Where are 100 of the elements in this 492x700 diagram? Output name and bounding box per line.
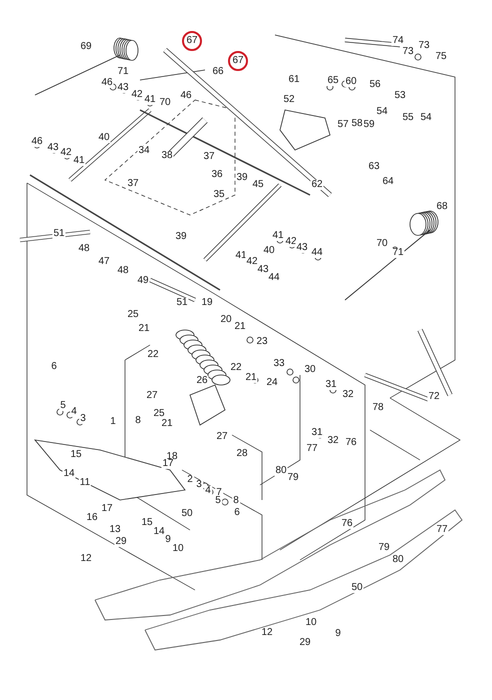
- callout-number: 29: [298, 638, 312, 648]
- callout-number: 42: [130, 90, 144, 100]
- callout-number: 27: [145, 391, 159, 401]
- callout-number: 73: [417, 41, 431, 51]
- callout-number: 24: [265, 378, 279, 388]
- callout-number: 53: [393, 91, 407, 101]
- callout-number: 51: [52, 229, 66, 239]
- callout-number: 20: [219, 315, 233, 325]
- callout-number: 19: [200, 298, 214, 308]
- callout-number: 51: [175, 298, 189, 308]
- callout-number: 40: [262, 246, 276, 256]
- callout-number: 79: [286, 473, 300, 483]
- callout-number: 73: [401, 47, 415, 57]
- callout-number: 25: [152, 409, 166, 419]
- callout-number: 79: [377, 543, 391, 553]
- callout-number: 6: [233, 508, 241, 518]
- callout-number: 64: [381, 177, 395, 187]
- callout-number: 76: [340, 519, 354, 529]
- callout-number: 77: [435, 525, 449, 535]
- callout-number: 44: [267, 273, 281, 283]
- callout-number: 34: [137, 146, 151, 156]
- callout-number: 10: [304, 618, 318, 628]
- callout-number: 32: [341, 390, 355, 400]
- callout-number: 21: [137, 324, 151, 334]
- callout-number: 10: [171, 544, 185, 554]
- callout-number: 72: [427, 392, 441, 402]
- callout-number: 1: [109, 417, 117, 427]
- callout-number: 11: [78, 478, 92, 488]
- callout-number: 42: [284, 237, 298, 247]
- callout-number: 15: [140, 518, 154, 528]
- callout-number: 65: [326, 76, 340, 86]
- callout-number: 3: [79, 414, 87, 424]
- callout-number: 38: [160, 151, 174, 161]
- callout-number: 42: [245, 257, 259, 267]
- callout-number: 58: [350, 119, 364, 129]
- callout-number: 46: [30, 137, 44, 147]
- callout-number: 46: [100, 78, 114, 88]
- callout-number: 13: [108, 525, 122, 535]
- callout-number: 43: [295, 243, 309, 253]
- callout-number: 32: [326, 436, 340, 446]
- callout-number: 39: [174, 232, 188, 242]
- callout-number: 67: [232, 56, 244, 66]
- callout-number: 47: [97, 257, 111, 267]
- callout-number: 25: [126, 310, 140, 320]
- callout-number: 12: [260, 628, 274, 638]
- callout-number: 50: [180, 509, 194, 519]
- callout-number: 21: [244, 373, 258, 383]
- callout-number: 23: [255, 337, 269, 347]
- callout-number: 21: [160, 419, 174, 429]
- callout-number: 37: [202, 152, 216, 162]
- callout-number: 31: [310, 428, 324, 438]
- callout-number: 48: [77, 244, 91, 254]
- callout-number: 52: [282, 95, 296, 105]
- callout-number: 29: [114, 537, 128, 547]
- callout-number: 28: [235, 449, 249, 459]
- callout-number: 42: [59, 148, 73, 158]
- callout-number: 9: [164, 535, 172, 545]
- callout-number: 77: [305, 444, 319, 454]
- callout-number: 3: [195, 480, 203, 490]
- highlight-circle: [228, 51, 248, 71]
- callout-number: 41: [143, 95, 157, 105]
- callout-number: 6: [50, 362, 58, 372]
- callout-number: 15: [69, 450, 83, 460]
- callout-number: 54: [419, 113, 433, 123]
- callout-number: 57: [336, 120, 350, 130]
- callout-number: 37: [126, 179, 140, 189]
- callout-number: 35: [212, 190, 226, 200]
- callout-number: 71: [116, 67, 130, 77]
- callout-number: 68: [435, 202, 449, 212]
- callout-number: 66: [211, 67, 225, 77]
- callout-number: 59: [362, 120, 376, 130]
- callout-number: 2: [186, 475, 194, 485]
- callout-number: 43: [46, 143, 60, 153]
- callout-number: 80: [274, 466, 288, 476]
- callout-number: 14: [152, 527, 166, 537]
- callout-number: 8: [134, 416, 142, 426]
- callout-number: 62: [310, 180, 324, 190]
- callout-number: 17: [100, 504, 114, 514]
- callout-number: 5: [59, 401, 67, 411]
- callout-number: 26: [195, 376, 209, 386]
- callout-number: 21: [233, 322, 247, 332]
- callout-number: 40: [97, 133, 111, 143]
- callout-number: 30: [303, 365, 317, 375]
- callout-number: 67: [186, 36, 198, 46]
- callout-number: 9: [334, 629, 342, 639]
- callout-number: 63: [367, 162, 381, 172]
- callout-number: 76: [344, 438, 358, 448]
- callout-number: 4: [70, 407, 78, 417]
- callout-number: 74: [391, 36, 405, 46]
- callout-number: 56: [368, 80, 382, 90]
- callout-number: 61: [287, 75, 301, 85]
- callout-number: 33: [272, 359, 286, 369]
- callout-number: 22: [146, 350, 160, 360]
- callout-number: 75: [434, 52, 448, 62]
- callout-number: 22: [229, 363, 243, 373]
- callout-number: 41: [72, 156, 86, 166]
- callout-number: 78: [371, 403, 385, 413]
- callout-number: 8: [232, 496, 240, 506]
- callout-number: 50: [350, 583, 364, 593]
- callout-number: 46: [179, 91, 193, 101]
